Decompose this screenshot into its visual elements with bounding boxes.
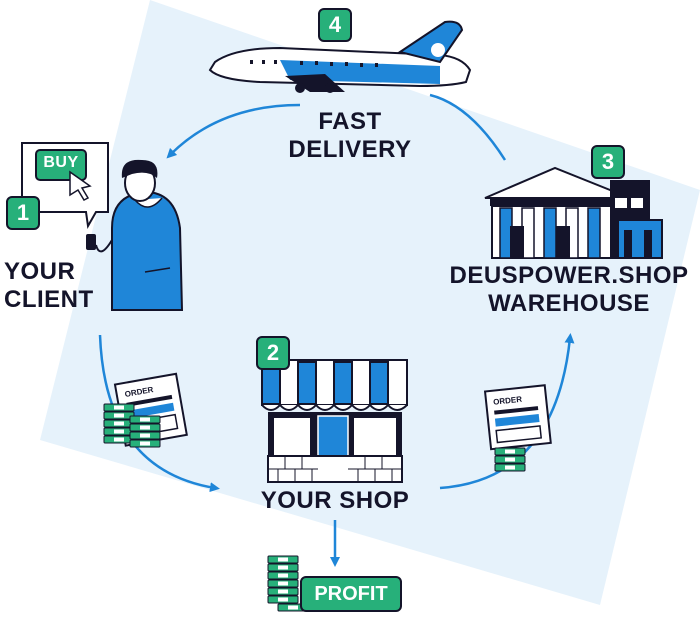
order-right-label: ORDER xyxy=(493,395,523,407)
warehouse-label-line2: WAREHOUSE xyxy=(488,290,650,317)
client-person-icon xyxy=(86,159,184,311)
warehouse-label: DEUSPOWER.SHOP WAREHOUSE xyxy=(440,262,698,318)
client-label: YOUR CLIENT xyxy=(4,258,104,314)
cash-stack-right-icon xyxy=(494,447,526,472)
delivery-label: FAST DELIVERY xyxy=(270,108,430,164)
shop-label: YOUR SHOP xyxy=(260,487,410,514)
delivery-label-line2: DELIVERY xyxy=(288,136,412,163)
arrow-shop-to-warehouse xyxy=(439,333,575,490)
arrow-warehouse-to-delivery xyxy=(429,93,507,161)
order-document-right-icon: ORDER xyxy=(483,384,552,451)
warehouse-building-icon xyxy=(484,166,663,259)
client-label-line2: CLIENT xyxy=(4,286,94,313)
buy-button-label: BUY xyxy=(43,154,79,171)
step-2-badge: 2 xyxy=(256,336,290,370)
step-4-badge: 4 xyxy=(318,8,352,42)
buy-speech-bubble xyxy=(21,142,109,230)
client-label-line1: YOUR xyxy=(4,258,76,285)
background-panel xyxy=(40,0,700,605)
shop-building-icon xyxy=(261,359,408,483)
profit-badge: PROFIT xyxy=(300,576,402,612)
delivery-label-line1: FAST xyxy=(318,108,382,135)
step-3-badge: 3 xyxy=(591,145,625,179)
step-1-badge: 1 xyxy=(6,196,40,230)
warehouse-label-line1: DEUSPOWER.SHOP xyxy=(449,262,689,289)
airplane-icon xyxy=(208,20,472,93)
arrow-delivery-to-client xyxy=(166,103,301,159)
